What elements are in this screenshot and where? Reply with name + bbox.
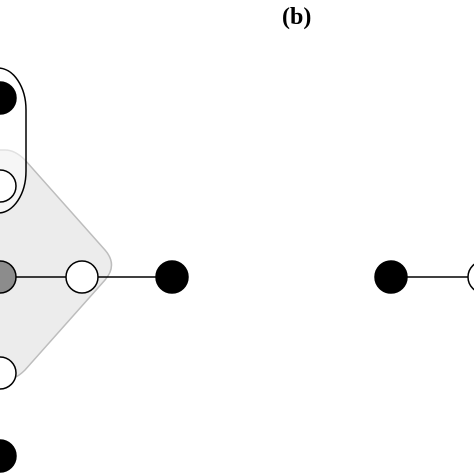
node-far-right-black [155,260,189,294]
panel-b-label: (b) [282,4,312,30]
node-right-white-partial [467,263,474,291]
node-center-gray [0,260,17,294]
node-right-white [65,260,99,294]
panel-a [0,67,189,473]
node-left-black [374,260,408,294]
node-bottom-black [0,439,17,473]
panel-b [374,260,474,294]
node-upper-white [0,169,17,203]
node-top-black [0,81,17,115]
node-lower-white [0,356,17,390]
